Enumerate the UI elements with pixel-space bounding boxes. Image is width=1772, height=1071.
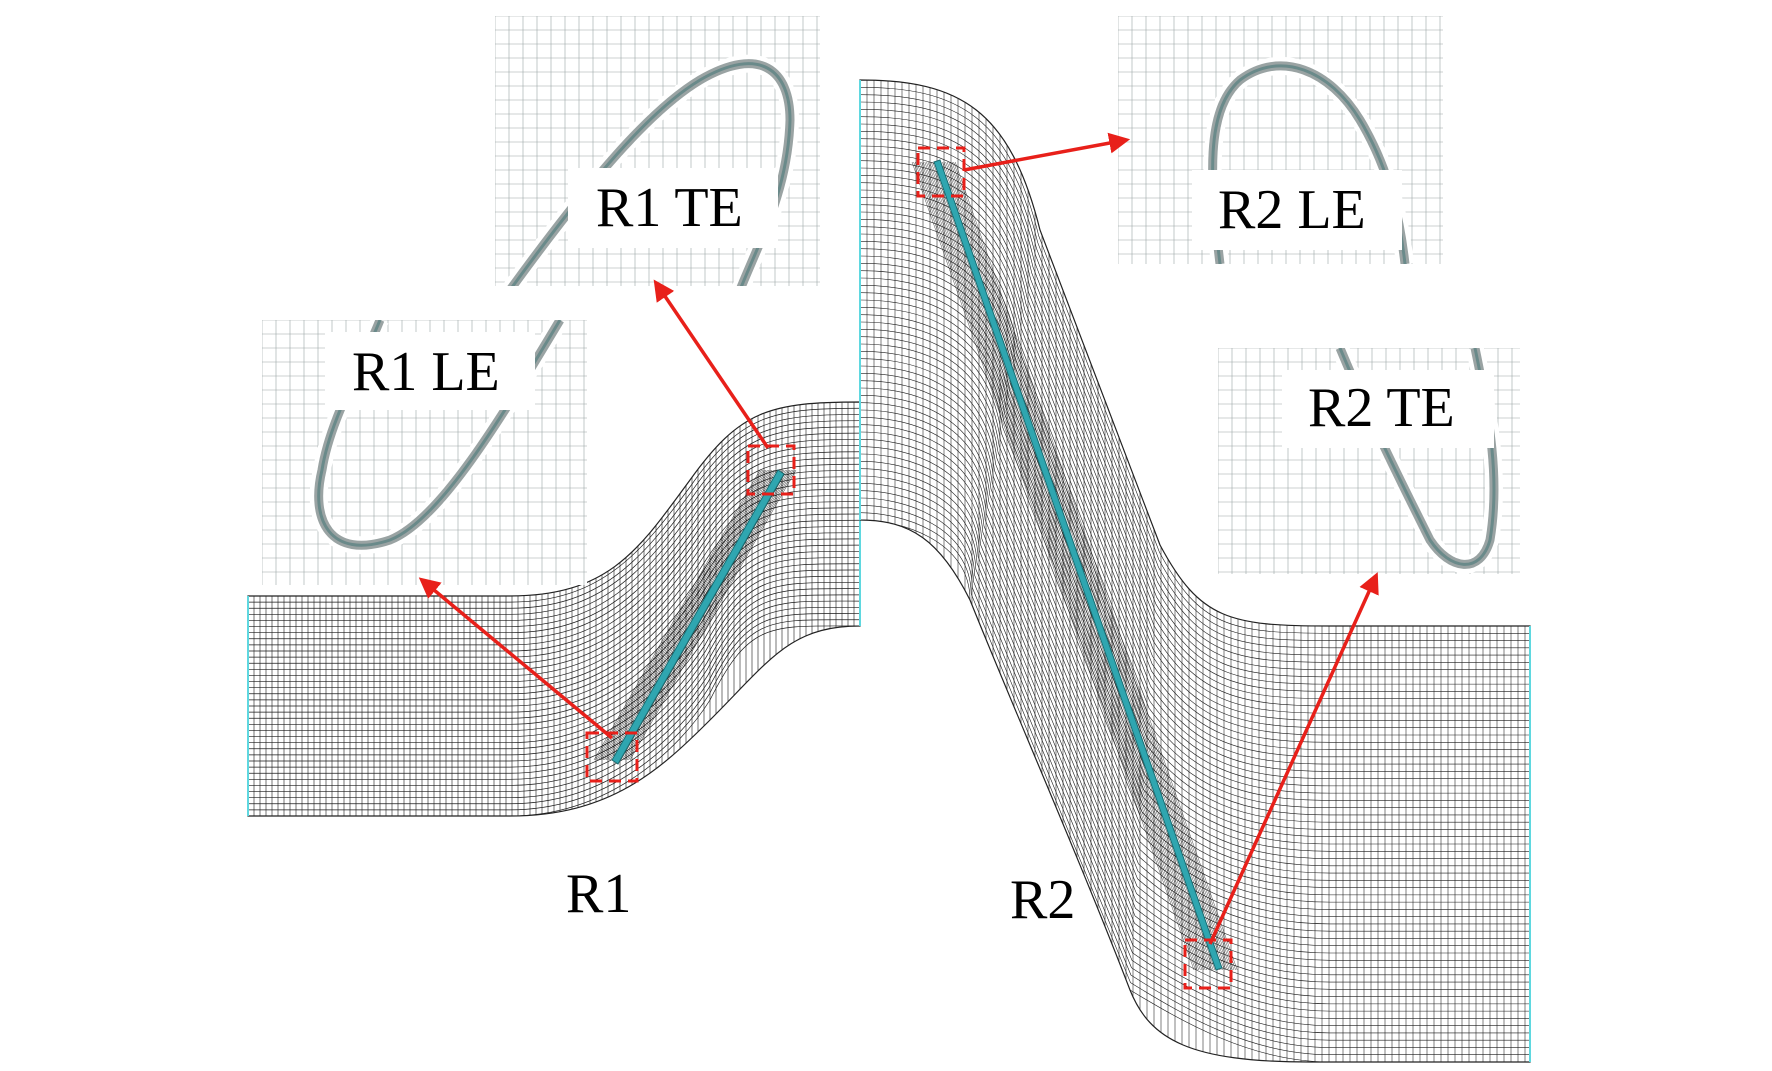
label-box-r1-le (325, 332, 535, 410)
r1-blade (611, 469, 785, 765)
label-box-r2-le (1192, 170, 1402, 250)
marker-r1-le (585, 731, 639, 783)
arrow-r1-te (653, 279, 770, 449)
arrow-r1-le (418, 577, 614, 740)
label-r1-te: R1 TE (596, 177, 743, 239)
label-r1: R1 (566, 863, 631, 925)
label-r2-le: R2 LE (1218, 179, 1366, 241)
label-r2: R2 (1010, 869, 1075, 931)
arrow-r2-te (1208, 572, 1379, 945)
marker-r1-te (746, 444, 796, 496)
inset-r1-te (495, 16, 820, 286)
r2-domain-outline (859, 79, 1531, 1063)
arrow-r2-le (963, 132, 1131, 172)
label-box-r2-te (1282, 370, 1494, 448)
r2-blade (933, 159, 1223, 971)
marker-r2-le (916, 146, 966, 198)
marker-r2-te (1183, 938, 1233, 990)
label-box-r1-te (568, 168, 778, 248)
label-r1-le: R1 LE (352, 341, 500, 403)
label-r2-te: R2 TE (1308, 377, 1455, 439)
